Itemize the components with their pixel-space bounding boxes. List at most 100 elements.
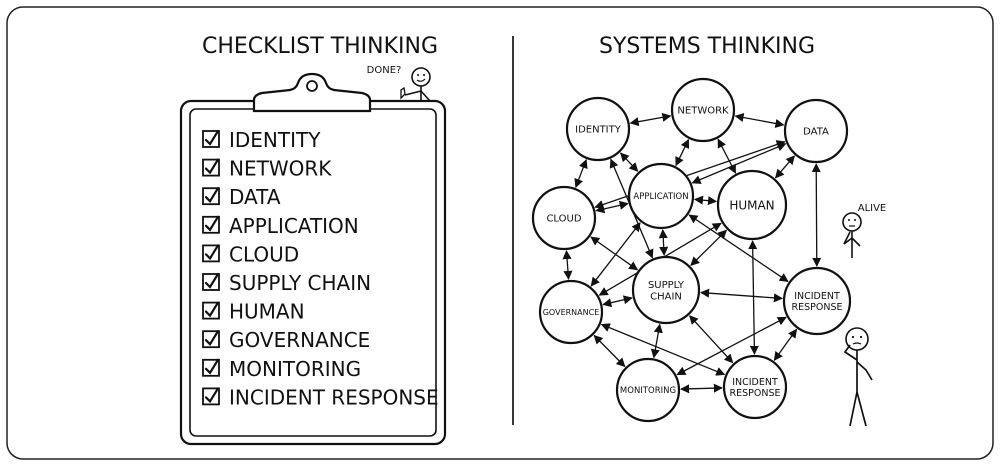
left-panel-title: CHECKLIST THINKING [202,34,438,59]
edges [562,112,822,394]
checkmark-icon [204,129,220,146]
node-circle [782,266,852,336]
node-human: HUMAN [716,169,788,241]
edge-human-supply_chain [690,229,728,267]
node-label: INCIDENT [794,291,840,302]
edge-data-human [774,155,796,179]
edge-cloud-supply_chain [590,236,639,271]
node-network: NETWORK [670,77,736,143]
node-identity: IDENTITY [565,96,631,162]
checklist-item-label: IDENTITY [229,128,321,152]
node-circle [627,162,695,230]
checklist-item-label: SUPPLY CHAIN [229,271,371,295]
edge-cloud-governance [562,250,573,280]
edge-identity-cloud [574,158,588,189]
node-cloud: CLOUD [531,185,597,251]
right-panel-title: SYSTEMS THINKING [599,34,815,59]
checkmark-icon [204,301,220,318]
checklist: IDENTITY NETWORK DATA APPLICATION CLOUD SUPPL… [202,128,439,409]
node-label: HUMAN [729,198,774,212]
node-circle [783,98,849,164]
edge-governance-monitoring [593,334,626,368]
node-circle [615,357,681,423]
left-panel: CHECKLIST THINKING IDENTITY NETWORK DATA AP… [179,34,447,446]
node-label: RESPONSE [730,388,781,399]
checklist-item: IDENTITY [202,128,321,152]
edge-monitoring-incident_response_bottom [680,383,723,394]
checkmark-icon [204,244,220,261]
outer-frame [6,6,994,460]
edge-data-incident_response_right [811,163,822,267]
node-monitoring: MONITORING [615,357,681,423]
edge-application-human [693,195,718,206]
speech-done: DONE? [367,65,402,76]
edge-identity-application [619,152,639,172]
stick-figure-alive: ALIVE [842,203,887,258]
node-circle [716,169,788,241]
node-circle [531,185,597,251]
checklist-item: INCIDENT RESPONSE [202,385,439,409]
checklist-item: CLOUD [202,242,299,266]
checklist-item: MONITORING [202,357,361,381]
checklist-item: NETWORK [202,157,332,181]
checklist-item: GOVERNANCE [202,328,370,352]
figure-head [842,212,862,232]
right-panel: SYSTEMS THINKING IDENTITY NETWORK DATA CLOU… [531,34,887,427]
checklist-item: SUPPLY CHAIN [202,271,371,295]
node-data: DATA [783,98,849,164]
checklist-item-label: INCIDENT RESPONSE [229,385,439,409]
speech-alive: ALIVE [858,203,887,214]
edge-cloud-application [595,200,629,214]
edge-supply_chain-monitoring [650,323,663,359]
checklist-item-label: HUMAN [229,300,305,324]
clipboard [179,72,447,446]
node-label: GOVERNANCE [543,308,600,317]
node-governance: GOVERNANCE [538,279,604,345]
checkmark-icon [204,187,220,203]
edge-supply_chain-incident_response_bottom [689,315,734,364]
checklist-item-label: DATA [229,185,281,209]
edge-network-application [675,138,690,167]
node-label: APPLICATION [633,192,688,202]
clipboard-clip [252,72,372,113]
thumbs-up-icon [400,86,406,100]
checkmark-icon [204,358,220,375]
node-label: MONITORING [620,386,676,396]
checklist-item-label: APPLICATION [229,214,359,238]
node-label: CHAIN [650,291,682,302]
edge-supply_chain-governance [602,295,633,308]
checkmark-icon [204,215,220,232]
node-label: IDENTITY [575,125,622,136]
checkmark-icon [204,387,220,404]
stick-figure-done: DONE? [367,65,431,102]
edge-network-data [734,113,785,128]
node-circle [722,354,788,420]
checklist-item: DATA [202,185,281,209]
checklist-item-label: MONITORING [229,357,361,381]
edge-incident_response_right-incident_response_bottom [773,328,798,361]
node-circle [538,279,604,345]
node-label: INCIDENT [732,377,778,388]
checklist-item-label: NETWORK [229,157,332,181]
edge-application-supply_chain [658,229,669,256]
checklist-item: APPLICATION [202,214,359,238]
nodes: IDENTITY NETWORK DATA CLOUD APPLICATION HUMAN… [531,77,852,423]
clip-hole [306,80,318,92]
stick-figure-thinker [843,327,873,427]
node-label: NETWORK [677,106,729,117]
node-circle [670,77,736,143]
checkmark-icon [204,158,220,175]
checklist-item-label: GOVERNANCE [229,328,370,352]
node-label: SUPPLY [648,280,685,291]
edge-application-governance [590,222,641,287]
checklist-item: HUMAN [202,300,305,324]
edge-supply_chain-incident_response_right [699,288,784,303]
checkmark-icon [204,330,220,346]
node-circle [631,255,701,325]
node-label: CLOUD [546,214,581,225]
